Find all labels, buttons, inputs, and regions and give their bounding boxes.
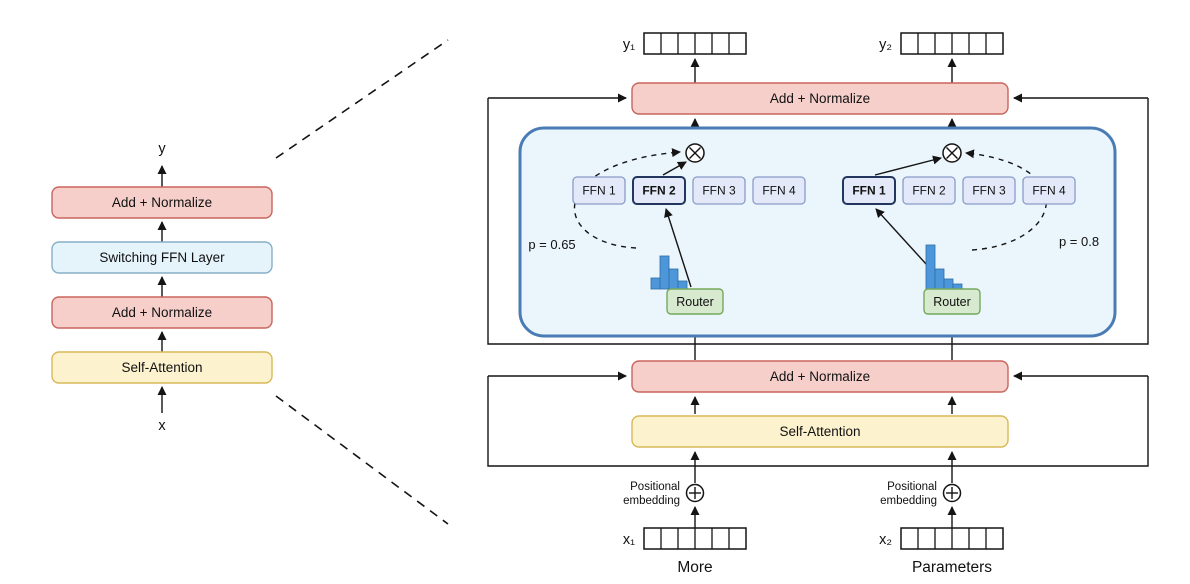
positional-embedding-label-line1: Positional <box>887 481 937 493</box>
positional-embedding-label-line1: Positional <box>630 481 680 493</box>
expert-group-right: FFN 1 FFN 2 FFN 3 FFN 4 <box>842 176 1076 205</box>
plus-icon <box>685 483 705 503</box>
ffn-2-box-selected <box>632 176 686 205</box>
add-normalize-label: Add + Normalize <box>112 305 212 320</box>
router-left-box <box>666 288 724 315</box>
zoom-connector-top <box>275 39 449 159</box>
multiply-icon-left <box>685 143 705 163</box>
ffn-3-box <box>962 176 1016 205</box>
positional-embedding-left: Positional embedding <box>623 481 705 507</box>
ffn-2-label: FFN 2 <box>642 184 676 198</box>
ffn-4-box <box>1022 176 1076 205</box>
self-attention-label: Self-Attention <box>779 424 860 439</box>
self-attention-label: Self-Attention <box>121 360 202 375</box>
y1-label: y₁ <box>623 37 635 53</box>
ffn-1-label: FFN 1 <box>852 184 886 198</box>
multiply-icon-right <box>942 143 962 163</box>
zoom-connector-bottom <box>275 395 449 525</box>
gate-probability-left-label: p = 0.65 <box>528 237 575 252</box>
residual-connection-bottom <box>487 371 1149 467</box>
add-normalize-label: Add + Normalize <box>112 195 212 210</box>
gate-probability-right-label: p = 0.8 <box>1059 234 1099 249</box>
x1-label: x₁ <box>623 532 635 548</box>
self-attention-box <box>51 351 273 384</box>
positional-embedding-label-line2: embedding <box>623 495 680 507</box>
ffn-2-box <box>902 176 956 205</box>
router-histogram-left <box>650 255 688 290</box>
ffn-4-label: FFN 4 <box>1032 184 1066 198</box>
router-left-label: Router <box>676 295 714 309</box>
ffn-1-box-selected <box>842 176 896 205</box>
ffn-3-label: FFN 3 <box>972 184 1006 198</box>
switching-ffn-layer-panel <box>518 126 1117 338</box>
zoom-connector-lines <box>275 39 449 525</box>
left-overview-diagram: y Add + Normalize Switching FFN Layer Ad… <box>51 141 273 434</box>
residual-connection-top <box>487 93 1149 345</box>
ffn-3-label: FFN 3 <box>702 184 736 198</box>
ffn-1-box <box>572 176 626 205</box>
switching-ffn-layer-box <box>51 241 273 274</box>
add-normalize-box <box>51 186 273 219</box>
output-token-y1: y₁ <box>623 32 747 55</box>
ffn-3-box <box>692 176 746 205</box>
x2-label: x₂ <box>879 532 892 548</box>
gate-probability-curve-left <box>573 148 681 249</box>
positional-embedding-label-line2: embedding <box>880 495 937 507</box>
add-normalize-bottom-label: Add + Normalize <box>770 369 870 384</box>
ffn-4-box <box>752 176 806 205</box>
add-normalize-box <box>51 296 273 329</box>
router-right-box <box>923 288 981 315</box>
output-token-y2: y₂ <box>879 32 1004 55</box>
caption-parameters: Parameters <box>912 559 992 576</box>
y2-label: y₂ <box>879 37 892 53</box>
switching-ffn-layer-label: Switching FFN Layer <box>99 250 225 265</box>
output-y-label: y <box>158 141 166 157</box>
router-right-label: Router <box>933 295 971 309</box>
ffn-2-label: FFN 2 <box>912 184 946 198</box>
positional-embedding-right: Positional embedding <box>880 481 962 507</box>
caption-more: More <box>677 559 712 576</box>
ffn-4-label: FFN 4 <box>762 184 796 198</box>
self-attention-box <box>631 415 1009 448</box>
add-normalize-top-box <box>631 82 1009 115</box>
add-normalize-bottom-box <box>631 360 1009 393</box>
plus-icon <box>942 483 962 503</box>
expert-group-left: FFN 1 FFN 2 FFN 3 FFN 4 <box>572 176 806 205</box>
ffn-1-label: FFN 1 <box>582 184 616 198</box>
input-token-x2: x₂ <box>879 527 1004 550</box>
input-token-x1: x₁ <box>623 527 747 550</box>
input-x-label: x <box>158 418 166 434</box>
add-normalize-top-label: Add + Normalize <box>770 91 870 106</box>
